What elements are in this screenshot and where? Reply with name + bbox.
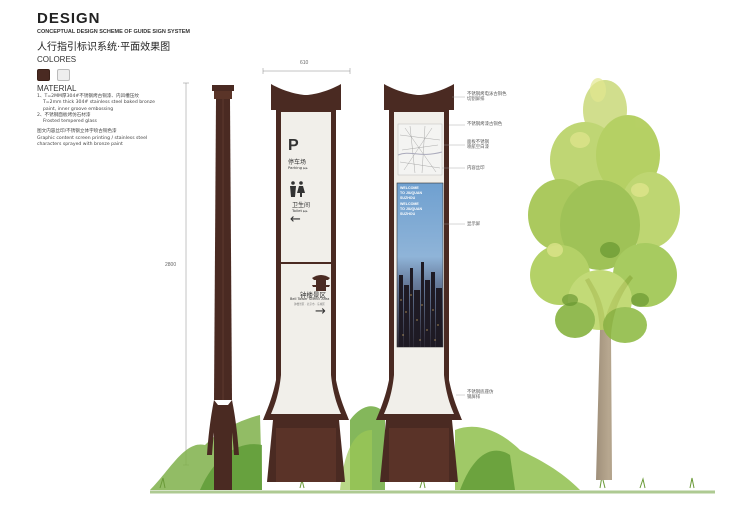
annotation-base: 不锈钢底座仿 钢屏排 (467, 390, 493, 401)
toilet-en-text: Toilet (292, 208, 302, 213)
parking-en-label: Parking ▶▶ (288, 165, 308, 170)
page-title: DESIGN (37, 10, 101, 27)
annotation-content-print: 内容丝印 (467, 166, 485, 171)
parking-symbol: P (288, 137, 299, 154)
width-dimension (262, 68, 351, 74)
annotation-display: 显示屏 (467, 222, 480, 227)
annotation-line: 不锈钢烤漆古铜色 (467, 122, 503, 127)
material-line: T=2mm thick 304# stainless steel baked b… (43, 100, 155, 106)
page-subtitle: CONCEPTUAL DESIGN SCHEME OF GUIDE SIGN S… (37, 29, 190, 35)
parking-cn-label: 停车场 (288, 159, 307, 166)
material-label: MATERIAL (37, 84, 77, 93)
height-dimension-label: 2800 (165, 262, 177, 268)
annotation-line: 钢屏排 (467, 395, 481, 401)
annotation-bronze-paint: 不锈钢烤漆古铜色 (467, 122, 502, 127)
side-view-post (207, 85, 239, 490)
material-line: 2、不锈钢面板烤仿石材漆 (37, 112, 91, 118)
map-streets (397, 125, 443, 174)
annotation-bronze-cut: 不锈钢烤电泳古铜色 切割屏排 (467, 92, 507, 103)
display-line: TO JIUQUAN (400, 191, 423, 196)
display-line: WELCOME (400, 201, 419, 206)
bronze-color-swatch (37, 69, 50, 81)
display-line: SUZHOU (400, 212, 416, 217)
annotation-line: 显示屏 (467, 222, 481, 227)
left-arrow-icon: ← (290, 212, 301, 227)
tree-illustration (528, 78, 680, 480)
landmark-cn-label: 钟楼景区 (300, 291, 326, 299)
display-welcome-text: WELCOME TO JIUQUAN SUZHOU WELCOME TO JIU… (400, 186, 422, 217)
annotation-line: 切割屏排 (467, 97, 485, 103)
material-line: 1、T=2MM厚304#不锈钢烤古铜漆、内凹槽压纹 (37, 94, 139, 99)
colors-label: COLORES (37, 55, 77, 64)
landmark-en-label: Bell Tower Scenic Area (290, 297, 330, 301)
parking-en-text: Parking (288, 165, 303, 170)
material-line: characters sprayed with bronze paint (37, 142, 123, 148)
display-line: WELCOME (400, 186, 419, 190)
width-dimension-label: 610 (300, 60, 309, 66)
annotation-line: 面板不锈钢 (467, 140, 489, 145)
toilet-cn-label: 卫生间 (292, 202, 311, 209)
page-cn-title: 人行指引标识系统·平面效果图 (37, 42, 171, 53)
front-sign (263, 84, 349, 482)
annotation-line: 内容丝印 (467, 166, 485, 171)
toilet-distance: ▶▶ (303, 209, 308, 213)
parking-distance: ▶▶ (303, 166, 308, 170)
annotation-line: 不锈钢烤电泳古铜色 (467, 92, 507, 97)
landmark-small-label: 钟楼景区 · 北京市 · 东城区 (294, 303, 325, 306)
bell-tower-icon (312, 275, 330, 291)
city-lights (400, 294, 439, 341)
material-description: 1、T=2MM厚304#不锈钢烤古铜漆、内凹槽压纹 T=2mm thick 30… (37, 94, 187, 148)
annotation-line: 不锈钢底座仿 (467, 390, 494, 395)
annotation-panel: 面板不锈钢 喷航空白漆 (467, 140, 489, 151)
toilet-en-label: Toilet ▶▶ (292, 208, 308, 213)
toilet-icon (290, 181, 305, 197)
material-line: Graphic content screen printing / stainl… (37, 135, 148, 141)
material-line: paint, inner groove embossing (43, 106, 114, 112)
height-dimension (183, 82, 189, 466)
white-color-swatch (57, 69, 70, 81)
back-sign (376, 84, 462, 482)
material-line: Frosted tempered glass (43, 119, 97, 125)
annotation-line: 喷航空白漆 (467, 145, 489, 151)
material-line: 图文内容丝印/不锈钢立体字喷古铜色漆 (37, 129, 117, 135)
annotation-leaders (442, 96, 465, 396)
display-line: SUZHOU (400, 196, 416, 201)
display-line: TO JIUQUAN (400, 206, 423, 211)
right-arrow-icon: → (315, 304, 326, 319)
